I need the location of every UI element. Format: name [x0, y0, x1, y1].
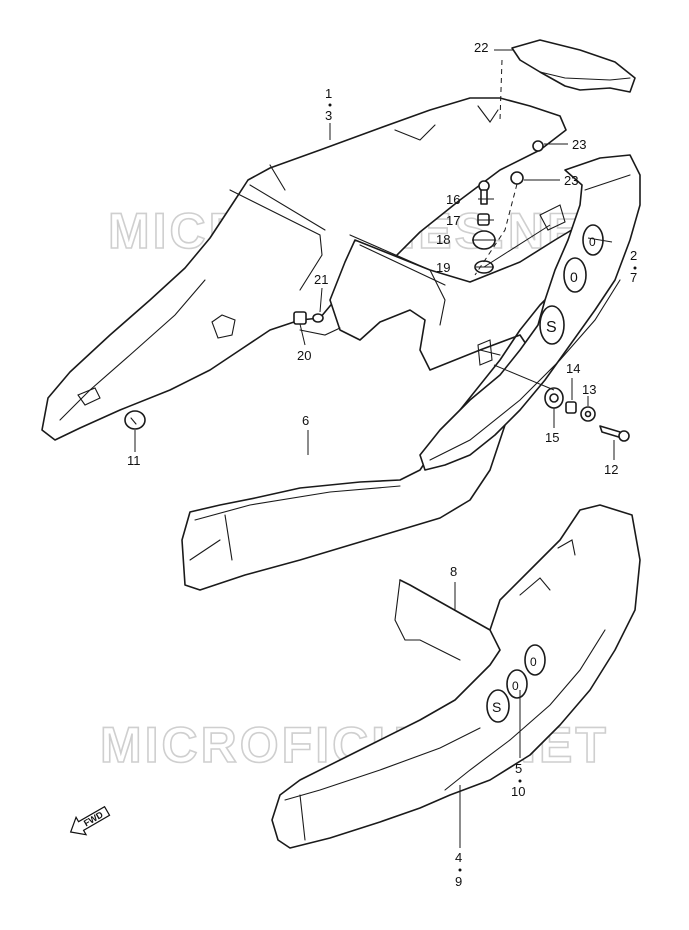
callout-17: 17 [446, 213, 460, 228]
cushion-15 [544, 387, 564, 409]
callout-9: 9 [455, 874, 462, 889]
callout-13: 13 [582, 382, 596, 397]
callout-7: 7 [630, 270, 637, 285]
callout-14: 14 [566, 361, 580, 376]
callout-3: 3 [325, 108, 332, 123]
tail-cap [511, 39, 636, 93]
callout-5: 5 [515, 761, 522, 776]
svg-text:0: 0 [530, 655, 537, 669]
callout-23-lower: 23 [564, 173, 578, 188]
callout-15: 15 [545, 430, 559, 445]
callout-18: 18 [436, 232, 450, 247]
screw-23-upper [532, 140, 544, 152]
callout-21: 21 [314, 272, 328, 287]
callout-20: 20 [297, 348, 311, 363]
callout-4: 4 [455, 850, 462, 865]
svg-text:0: 0 [512, 679, 519, 693]
frame-cover-lower: S 0 0 [271, 504, 641, 849]
callout-8: 8 [450, 564, 457, 579]
callout-12: 12 [604, 462, 618, 477]
callout-1: 1 [325, 86, 332, 101]
bolt-16 [478, 180, 490, 205]
bolt-20 [293, 311, 307, 325]
washer-13 [580, 406, 596, 422]
screw-12 [599, 425, 630, 442]
callout-11: 11 [127, 453, 141, 468]
callout-23-upper: 23 [572, 137, 586, 152]
seat-tail-cover [41, 97, 581, 591]
collar-14 [565, 401, 577, 414]
callout-6: 6 [302, 413, 309, 428]
svg-text:0: 0 [570, 269, 578, 285]
callout-16: 16 [446, 192, 460, 207]
grommet-11 [124, 410, 146, 430]
screw-23-lower [510, 171, 524, 185]
callouts: 1 3 22 23 23 16 17 18 19 2 7 21 20 11 6 … [127, 40, 637, 889]
svg-text:0: 0 [589, 235, 596, 249]
callout-19: 19 [436, 260, 450, 275]
washer-21 [312, 313, 324, 323]
callout-10: 10 [511, 784, 525, 799]
svg-text:S: S [546, 319, 557, 336]
callout-2: 2 [630, 248, 637, 263]
fwd-arrow-icon: FWD [69, 805, 111, 836]
frame-cover-right: S 0 0 [419, 154, 641, 471]
callout-22: 22 [474, 40, 488, 55]
svg-text:S: S [492, 699, 501, 715]
